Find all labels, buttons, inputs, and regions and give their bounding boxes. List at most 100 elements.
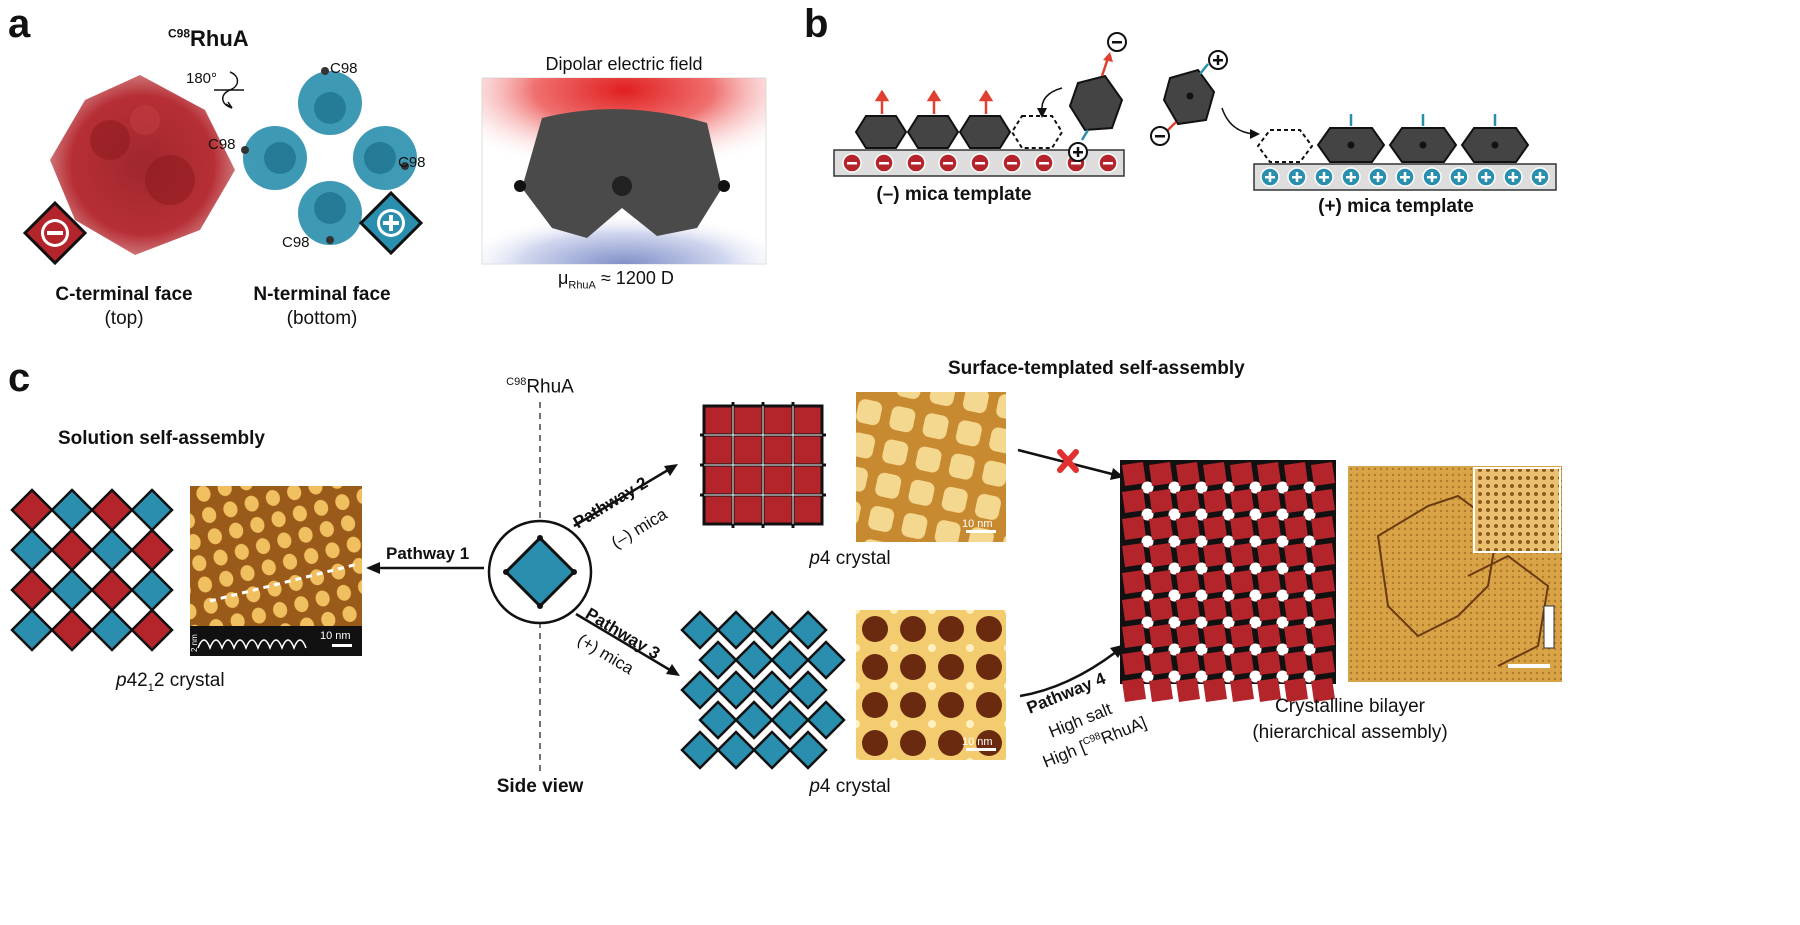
bilayer-tile [1149, 489, 1173, 513]
lattice-diamond [770, 640, 810, 680]
bilayer-pore [1141, 589, 1154, 602]
bilayer-tile [1149, 516, 1173, 540]
bilayer-lattice [1120, 460, 1336, 702]
bilayer-tile [1176, 597, 1200, 621]
panel-a-title-sup: C98 [168, 26, 191, 41]
p4212-rest: 2 crystal [153, 670, 225, 691]
bilayer-pore [1303, 616, 1316, 629]
p4-bottom-rest: 4 crystal [819, 776, 891, 797]
pathway1-label: Pathway 1 [386, 544, 470, 563]
bilayer-tile [1122, 543, 1146, 567]
panel-label-c: c [8, 356, 31, 400]
c-terminal-face-sub: (top) [104, 308, 144, 329]
bilayer-tile [1203, 678, 1227, 702]
dipolar-field-title: Dipolar electric field [545, 54, 703, 74]
bilayer-tile [1257, 624, 1281, 648]
bilayer-tile [1176, 570, 1200, 594]
lattice-diamond [698, 640, 738, 680]
lattice-diamond [752, 670, 792, 710]
bilayer-pore [1168, 616, 1181, 629]
bilayer-tile [1149, 597, 1173, 621]
bilayer-tile [1284, 570, 1308, 594]
bilayer-tile [1203, 489, 1227, 513]
solution-afm-scale: 10 nm [320, 630, 351, 642]
bilayer-pore [1195, 562, 1208, 575]
lattice-diamond [50, 488, 94, 532]
bilayer-tile [1203, 462, 1227, 486]
dipolar-field-image [481, 77, 767, 265]
bilayer-tile [1311, 570, 1335, 594]
bilayer-pore [1303, 643, 1316, 656]
negative-mica-template-diagram [833, 32, 1127, 177]
bilayer-tile [1257, 516, 1281, 540]
bilayer-tile [1149, 678, 1173, 702]
lattice-diamond [50, 528, 94, 572]
bilayer-pore [1276, 589, 1289, 602]
bilayer-tile [1257, 597, 1281, 621]
lattice-diamond [752, 610, 792, 650]
bilayer-tile [1230, 651, 1254, 675]
bilayer-tile [1176, 543, 1200, 567]
bilayer-tile [1257, 489, 1281, 513]
p4-crystal-top-label: p4 crystal [809, 548, 890, 570]
bilayer-pore [1276, 616, 1289, 629]
panel-label-b: b [804, 2, 829, 46]
lattice-diamond [130, 608, 174, 652]
bilayer-tile [1257, 651, 1281, 675]
c98-label-right: C98 [398, 154, 426, 171]
bilayer-tile [1284, 462, 1308, 486]
bilayer-tile [1230, 489, 1254, 513]
lattice-diamond [698, 700, 738, 740]
bilayer-label-1: Crystalline bilayer [1275, 696, 1425, 717]
n-terminal-protein [241, 67, 417, 245]
bilayer-pore [1303, 535, 1316, 548]
bilayer-pore [1249, 616, 1262, 629]
bilayer-pore [1276, 643, 1289, 656]
side-view-label: Side view [496, 776, 584, 797]
lattice-diamond [10, 488, 54, 532]
bilayer-pore [1168, 643, 1181, 656]
lattice-diamond [10, 608, 54, 652]
bilayer-pore [1276, 508, 1289, 521]
bilayer-pore [1249, 481, 1262, 494]
n-terminal-face-sub: (bottom) [286, 308, 358, 329]
bilayer-tile [1311, 678, 1335, 702]
bilayer-tile [1149, 543, 1173, 567]
lattice-diamond [680, 610, 720, 650]
bilayer-afm-image [1348, 466, 1562, 682]
bilayer-tile [1176, 624, 1200, 648]
lattice-diamond [680, 730, 720, 770]
bilayer-pore [1195, 643, 1208, 656]
pathway3-arrow [575, 612, 680, 676]
bilayer-tile [1257, 543, 1281, 567]
c98-label-left: C98 [208, 136, 236, 153]
negative-mica-template-label: (–) mica template [876, 184, 1032, 205]
bilayer-pore [1303, 481, 1316, 494]
bilayer-pore [1222, 562, 1235, 575]
bilayer-tile [1203, 516, 1227, 540]
bilayer-tile [1203, 651, 1227, 675]
pathway1-arrow [366, 562, 484, 574]
bilayer-pore [1168, 562, 1181, 575]
bilayer-pore [1168, 670, 1181, 683]
bilayer-pore [1276, 670, 1289, 683]
bilayer-pore [1222, 643, 1235, 656]
bilayer-tile [1176, 462, 1200, 486]
minus-diamond-icon [22, 200, 88, 266]
mu-value: ≈ 1200 D [600, 268, 674, 288]
dipole-moment-label: μRhuA ≈ 1200 D [558, 268, 674, 292]
p4-grid-lattice [700, 402, 826, 528]
p4-top-rest: 4 crystal [819, 548, 891, 569]
p4-afm-image-bottom [856, 610, 1006, 760]
bilayer-tile [1122, 678, 1146, 702]
bilayer-tile [1311, 597, 1335, 621]
plus-diamond-icon [358, 190, 424, 256]
bilayer-tile [1203, 570, 1227, 594]
bilayer-tile [1284, 543, 1308, 567]
bilayer-tile [1311, 651, 1335, 675]
bilayer-pore [1222, 535, 1235, 548]
bilayer-pore [1303, 562, 1316, 575]
bilayer-tile [1311, 489, 1335, 513]
bilayer-tile [1284, 624, 1308, 648]
bilayer-pore [1249, 589, 1262, 602]
